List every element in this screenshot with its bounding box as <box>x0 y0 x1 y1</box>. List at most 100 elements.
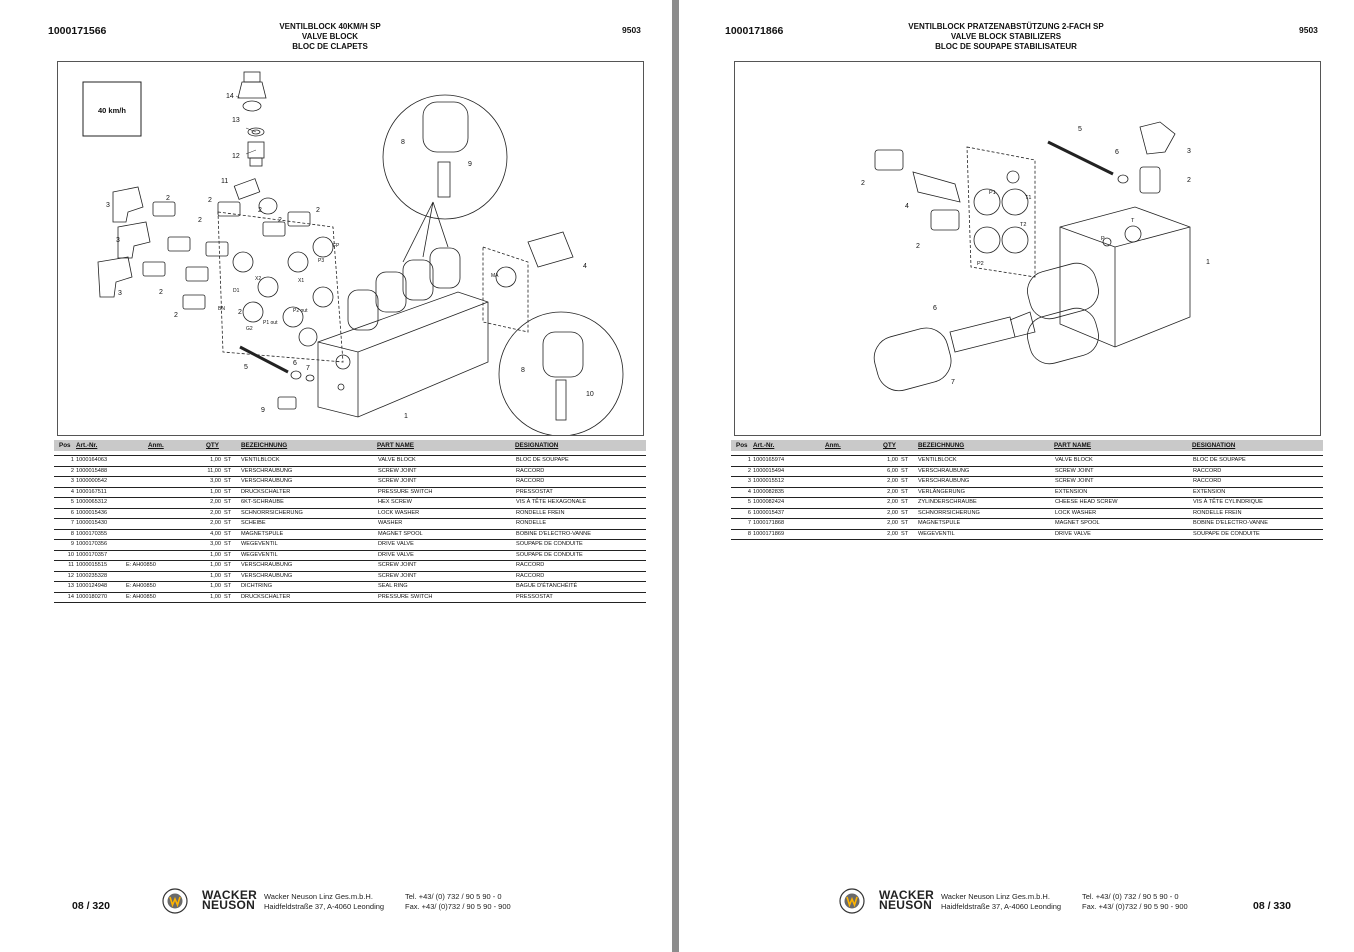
cell-pos: 5 <box>747 499 751 505</box>
cell-qty: 3,00 <box>210 541 221 547</box>
cell-pos: 4 <box>70 488 74 495</box>
cell-qty: 4,00 <box>210 530 221 537</box>
cell-art: 1000015430 <box>76 520 108 526</box>
cell-bez: DRUCKSCHALTER <box>241 593 291 600</box>
part-code: 1000171866 <box>725 25 784 37</box>
cell-art: 1000015488 <box>76 467 108 474</box>
cell-part: CHEESE HEAD SCREW <box>1055 499 1118 505</box>
pressure-switch-top <box>243 71 261 83</box>
cell-pos: 7 <box>747 520 751 526</box>
cell-pos: 8 <box>70 530 74 537</box>
cell-unit: ST <box>901 499 909 505</box>
cell-qty: 2,00 <box>887 499 898 505</box>
callout-8a: 8 <box>401 139 405 146</box>
cell-qty: 1,00 <box>210 572 221 579</box>
col-pos: Pos <box>59 442 71 449</box>
cell-art: 1000015512 <box>753 478 785 484</box>
cell-qty: 1,00 <box>210 583 221 589</box>
cell-unit: ST <box>224 551 232 558</box>
cell-qty: 2,00 <box>887 530 898 537</box>
callout-2f: 2 <box>316 207 320 214</box>
cell-pos: 2 <box>70 467 74 474</box>
cell-desig: RONDELLE FREIN <box>516 509 565 516</box>
cell-anm: E: AH00850 <box>126 583 156 589</box>
svg-text:BN: BN <box>218 306 225 312</box>
col-part-name: PART NAME <box>377 442 414 449</box>
callout-4: 4 <box>905 203 909 210</box>
cell-unit: ST <box>224 457 232 463</box>
callout-9b: 9 <box>261 407 265 414</box>
svg-text:P2 out: P2 out <box>293 308 308 314</box>
callout-14: 14 <box>226 93 234 100</box>
svg-text:P2: P2 <box>977 261 984 267</box>
callout-3c: 3 <box>118 290 122 297</box>
cell-qty: 11,00 <box>207 467 221 474</box>
cell-qty: 3,00 <box>210 478 221 484</box>
cell-bez: MAGNETSPULE <box>241 530 284 537</box>
cell-desig: BAGUE D'ÉTANCHÉITÉ <box>516 583 578 589</box>
cell-bez: DICHTRING <box>241 583 273 589</box>
svg-text:P1 out: P1 out <box>263 320 278 326</box>
cell-part: VALVE BLOCK <box>378 457 416 463</box>
cell-qty: 2,00 <box>887 520 898 526</box>
cell-qty: 1,00 <box>210 562 221 568</box>
section-number: 9503 <box>622 25 641 35</box>
cell-desig: SOUPAPE DE CONDUITE <box>516 551 583 558</box>
svg-text:T: T <box>1131 218 1135 224</box>
col-part-name: PART NAME <box>1054 442 1091 449</box>
callout-8b: 8 <box>521 367 525 374</box>
cell-art: 1000164063 <box>76 457 108 463</box>
port-labels: P1 T1 T2 P2 P T <box>977 190 1135 267</box>
cell-bez: VERSCHRAUBUNG <box>241 467 293 474</box>
callout-6: 6 <box>293 360 297 367</box>
cell-desig: SOUPAPE DE CONDUITE <box>516 541 583 547</box>
cell-bez: VENTILBLOCK <box>918 457 957 463</box>
cell-art: 1000171868 <box>753 520 785 526</box>
cell-bez: 6KT-SCHRAUBE <box>241 499 284 505</box>
cell-part: SCREW JOINT <box>1055 467 1094 474</box>
col-designation: DESIGNATION <box>1192 442 1236 449</box>
callout-2e: 2 <box>278 217 282 224</box>
cell-art: 1000065312 <box>76 499 108 505</box>
cell-bez: ZYLINDERSCHRAUBE <box>918 499 977 505</box>
callout-3a: 3 <box>106 202 110 209</box>
col-bezeichnung: BEZEICHNUNG <box>918 442 965 449</box>
exploded-diagram: 5 6 3 2 2 4 2 1 6 7 P1 T1 T2 P2 P T <box>734 61 1321 436</box>
cell-pos: 1 <box>747 457 751 463</box>
cell-unit: ST <box>901 478 909 484</box>
cell-desig: BLOC DE SOUPAPE <box>1193 457 1246 463</box>
callout-5: 5 <box>1078 126 1082 133</box>
callout-7: 7 <box>306 365 310 372</box>
cell-bez: WEGEVENTIL <box>241 541 278 547</box>
cell-part: VALVE BLOCK <box>1055 457 1093 463</box>
cell-art: 1000082835 <box>753 488 785 495</box>
company-address: Wacker Neuson Linz Ges.m.b.H.Haidfeldstr… <box>941 892 1062 911</box>
cell-qty: 2,00 <box>887 488 898 495</box>
cell-desig: PRESSOSTAT <box>516 488 553 495</box>
cell-qty: 2,00 <box>210 520 221 526</box>
title-en: VALVE BLOCK STABILIZERS <box>950 32 1062 41</box>
callout-2c: 2 <box>198 217 202 224</box>
svg-text:T2: T2 <box>1020 222 1026 228</box>
col-bezeichnung: BEZEICHNUNG <box>241 442 288 449</box>
cell-part: MAGNET SPOOL <box>378 530 423 537</box>
callout-labels: 5 6 3 2 2 4 2 1 6 7 <box>861 126 1210 386</box>
cell-unit: ST <box>224 562 232 568</box>
cell-pos: 6 <box>70 509 74 516</box>
callout-12: 12 <box>232 153 240 160</box>
cell-art: 1000235328 <box>76 572 108 579</box>
callout-4: 4 <box>583 263 587 270</box>
cell-unit: ST <box>224 520 232 526</box>
callout-2c: 2 <box>916 243 920 250</box>
cell-unit: ST <box>224 478 232 484</box>
cell-bez: VERSCHRAUBUNG <box>918 467 970 474</box>
cell-anm: E: AH00850 <box>126 593 156 600</box>
callout-2b: 2 <box>861 180 865 187</box>
